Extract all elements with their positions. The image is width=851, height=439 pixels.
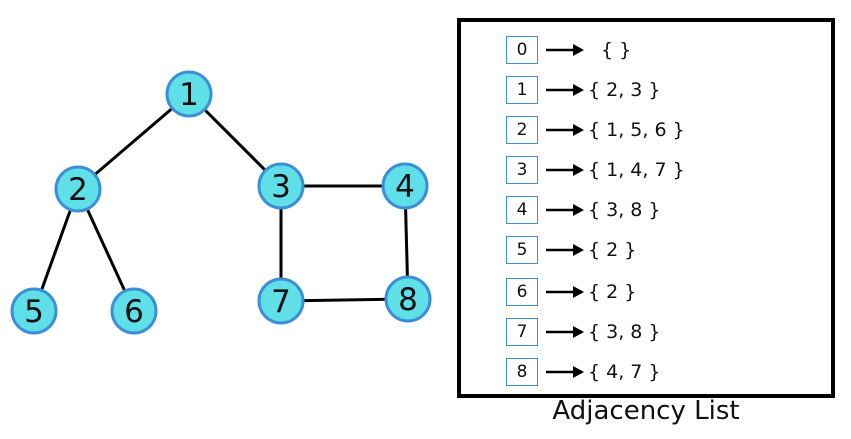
node-circle [257, 162, 305, 210]
node-label: 5 [24, 294, 44, 330]
adjacency-set: { 1, 4, 7 } [588, 159, 685, 181]
adjacency-row-2: 2 { 1, 5, 6 } [461, 116, 831, 146]
adjacency-list-box: 0 { } 1 { 2, 3 } 2 { 1, 5, 6 } 3 { 1, 4, 7 } 4 { … [457, 18, 835, 398]
vertex-index-box: 2 [506, 116, 538, 144]
adjacency-set: { 2 } [588, 281, 637, 303]
right-arrow-icon [546, 164, 584, 176]
vertex-index-box: 8 [506, 358, 538, 386]
graph-node-4: 4 [381, 162, 429, 210]
adjacency-row-5: 5 { 2 } [461, 236, 831, 266]
adjacency-set: { 1, 5, 6 } [588, 119, 685, 141]
adjacency-row-7: 7 { 3, 8 } [461, 318, 831, 348]
node-label: 8 [398, 282, 418, 318]
node-label: 4 [395, 169, 415, 205]
adjacency-set: { } [601, 39, 632, 61]
node-circle [110, 287, 158, 335]
right-arrow-icon [546, 244, 584, 256]
graph-node-6: 6 [110, 287, 158, 335]
node-circle [257, 277, 305, 325]
adjacency-set: { 3, 8 } [588, 321, 661, 343]
right-arrow-icon [546, 124, 584, 136]
graph-node-2: 2 [54, 165, 102, 213]
adjacency-set: { 4, 7 } [588, 361, 661, 383]
node-label: 7 [271, 284, 291, 320]
node-label: 1 [179, 77, 199, 113]
right-arrow-icon [546, 44, 584, 56]
edge-1-2 [77, 92, 190, 191]
node-label: 3 [271, 169, 291, 205]
adjacency-row-0: 0 { } [461, 36, 831, 66]
adjacency-row-4: 4 { 3, 8 } [461, 196, 831, 226]
vertex-index-box: 5 [506, 236, 538, 264]
vertex-index-box: 3 [506, 156, 538, 184]
adjacency-set: { 2, 3 } [588, 79, 661, 101]
vertex-index-box: 0 [506, 36, 538, 64]
vertex-index-box: 7 [506, 318, 538, 346]
graph-node-7: 7 [257, 277, 305, 325]
vertex-index-box: 6 [506, 278, 538, 306]
adjacency-row-3: 3 { 1, 4, 7 } [461, 156, 831, 186]
right-arrow-icon [546, 366, 584, 378]
node-circle [165, 70, 213, 118]
adjacency-row-1: 1 { 2, 3 } [461, 76, 831, 106]
node-circle [10, 287, 58, 335]
vertex-index-box: 1 [506, 76, 538, 104]
adjacency-row-8: 8 { 4, 7 } [461, 358, 831, 388]
node-circle [381, 162, 429, 210]
graph-diagram: 1 2 3 4 5 6 7 8 [10, 70, 432, 335]
vertex-index-box: 4 [506, 196, 538, 224]
right-arrow-icon [546, 84, 584, 96]
node-label: 6 [124, 294, 144, 330]
adjacency-row-6: 6 { 2 } [461, 278, 831, 308]
node-label: 2 [68, 172, 88, 208]
graph-node-3: 3 [257, 162, 305, 210]
graph-node-1: 1 [165, 70, 213, 118]
right-arrow-icon [546, 326, 584, 338]
adjacency-list-caption: Adjacency List [552, 396, 740, 426]
graph-nodes: 1 2 3 4 5 6 7 8 [10, 70, 432, 335]
node-circle [54, 165, 102, 213]
right-arrow-icon [546, 286, 584, 298]
graph-node-5: 5 [10, 287, 58, 335]
node-circle [384, 275, 432, 323]
graph-node-8: 8 [384, 275, 432, 323]
adjacency-set: { 2 } [588, 239, 637, 261]
adjacency-set: { 3, 8 } [588, 199, 661, 221]
right-arrow-icon [546, 204, 584, 216]
